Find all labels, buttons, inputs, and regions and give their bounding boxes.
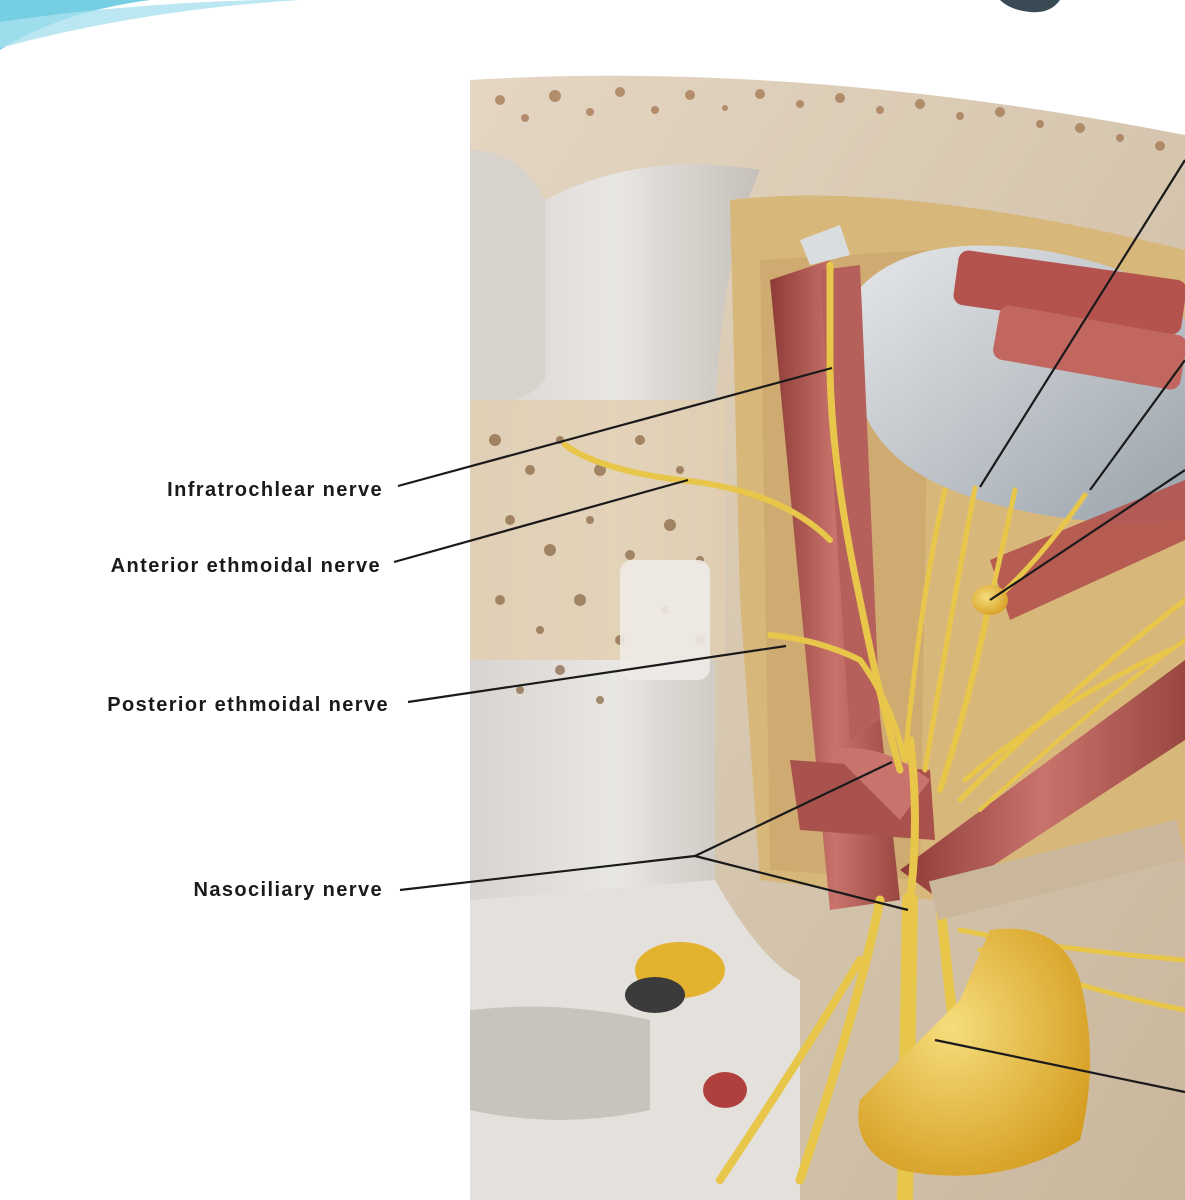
bone-cut (928, 819, 1185, 921)
leader-line-posterior-ethmoidal (407, 644, 787, 704)
leader-line-top-right-1 (979, 159, 1185, 488)
leader-line-infratrochlear (397, 366, 833, 488)
nerves (562, 261, 1185, 1200)
leader-lines (393, 159, 1185, 1094)
decorative-swoosh (0, 0, 1060, 50)
label-posterior-ethmoidal-nerve: Posterior ethmoidal nerve (107, 694, 389, 716)
leader-line-nasociliary-branch-2 (694, 854, 909, 912)
label-anterior-ethmoidal-nerve: Anterior ethmoidal nerve (110, 555, 381, 577)
leader-line-top-right-3 (989, 469, 1185, 601)
leader-line-nasociliary (399, 854, 696, 892)
extraocular-muscles (770, 250, 1185, 910)
leader-line-nasociliary-branch-1 (694, 761, 893, 857)
trigeminal-ganglion (858, 928, 1090, 1176)
leader-line-anterior-ethmoidal (393, 478, 689, 564)
label-infratrochlear-nerve: Infratrochlear nerve (167, 479, 383, 501)
label-nasociliary-nerve: Nasociliary nerve (193, 879, 383, 901)
trochlea (800, 225, 850, 265)
nerve-stump (625, 942, 725, 1013)
leader-line-bottom-right (934, 1038, 1185, 1094)
leader-line-top-right-2 (1089, 359, 1185, 491)
artery (703, 1072, 747, 1108)
